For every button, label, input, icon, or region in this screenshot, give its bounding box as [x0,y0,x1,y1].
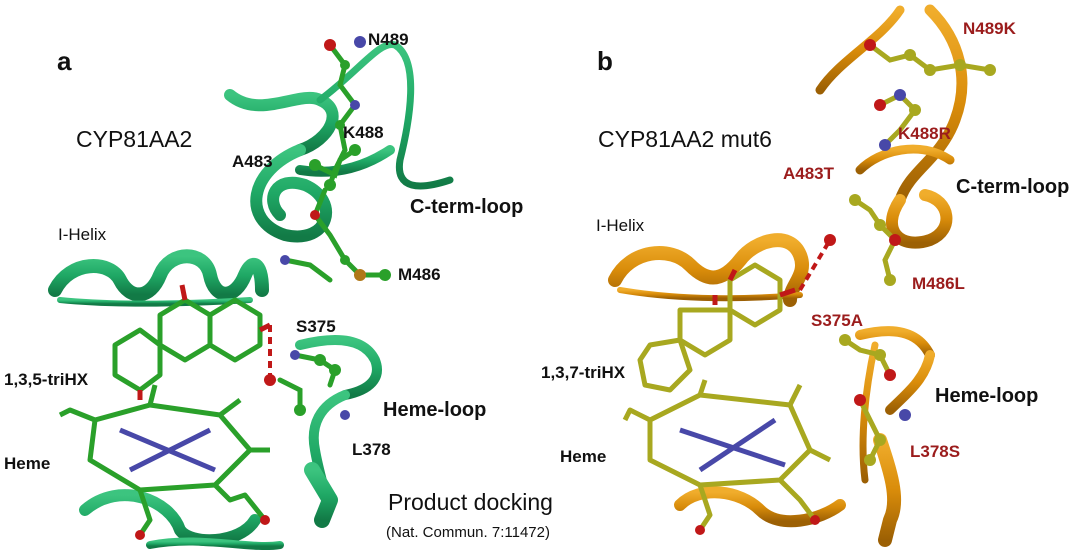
label-n489k: N489K [963,19,1016,38]
label-b-cterm-loop: C-term-loop [956,176,1070,198]
label-l378: L378 [352,440,391,459]
panel-b-title: CYP81AA2 mut6 [598,126,772,152]
label-m486l: M486L [912,274,965,293]
label-a483: A483 [232,152,273,171]
label-m486: M486 [398,265,441,284]
panel-b-sidechains [842,42,993,463]
label-a483t: A483T [783,164,835,183]
label-a-heme: Heme [4,454,51,473]
footer-title: Product docking [388,489,553,515]
panel-a-letter: a [57,46,72,76]
label-a-heme-loop: Heme-loop [383,399,487,421]
panel-a-ribbon [48,41,454,551]
panel-b-ligand [637,262,796,393]
panel-b-structure [608,4,996,547]
label-a-cterm-loop: C-term-loop [410,196,524,218]
panel-b-heme [622,379,832,532]
label-a-i-helix: I-Helix [58,225,107,244]
footer-citation: (Nat. Commun. 7:11472) [386,524,550,541]
panel-b-letter: b [597,46,613,76]
label-b-heme-loop: Heme-loop [935,385,1039,407]
label-s375: S375 [296,317,336,336]
label-k488r: K488R [898,124,951,143]
label-n489: N489 [368,30,409,49]
label-b-i-helix: I-Helix [596,216,645,235]
label-b-heme: Heme [560,447,607,466]
panel-b-hbond [798,238,832,292]
label-b-ligand: 1,3,7-triHX [541,363,626,382]
panel-b-atoms [824,39,996,466]
label-a-ligand: 1,3,5-triHX [4,370,89,389]
label-l378s: L378S [910,442,961,461]
panel-a-structure [48,36,454,551]
panel-a-title: CYP81AA2 [76,126,193,152]
panel-a-heme [58,384,270,537]
label-k488: K488 [343,123,384,142]
label-s375a: S375A [811,311,863,330]
